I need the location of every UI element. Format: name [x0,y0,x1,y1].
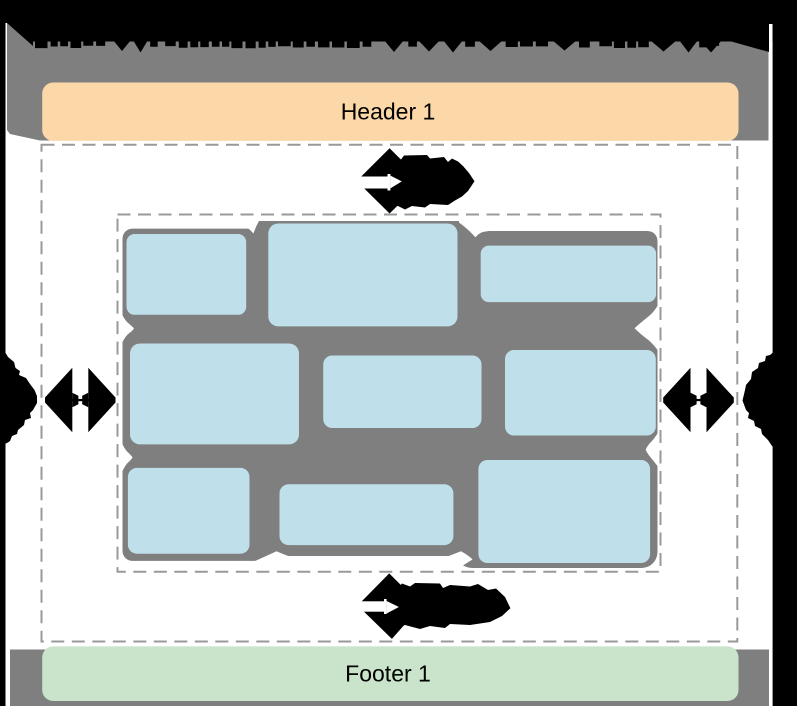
svg-text:Footer 1: Footer 1 [345,661,431,687]
svg-text:Header 1: Header 1 [341,99,436,125]
